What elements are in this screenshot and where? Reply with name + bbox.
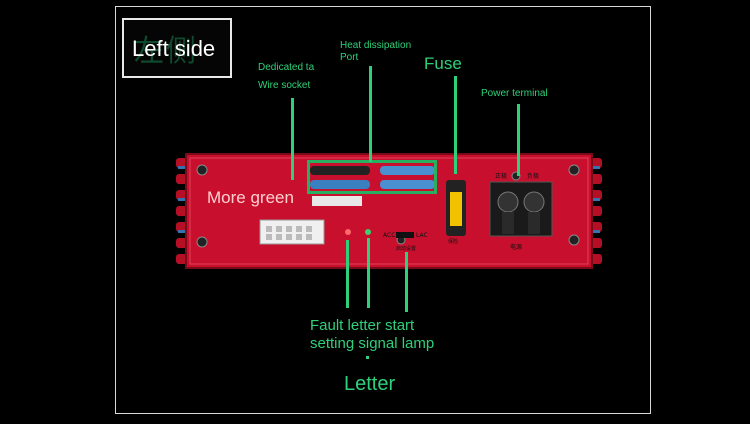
image-frame bbox=[115, 6, 651, 414]
fuse-label: Fuse bbox=[424, 54, 462, 73]
power-label: 电源 bbox=[510, 244, 523, 251]
title-badge: 左侧 Left side bbox=[122, 18, 232, 78]
negative-label: 负极 bbox=[527, 173, 540, 180]
lac-label: LAC bbox=[416, 232, 428, 239]
letter-label: Letter bbox=[344, 373, 396, 395]
fuse-cn-label: 保险 bbox=[448, 239, 459, 245]
heat-port-label-1: Heat dissipation bbox=[340, 40, 412, 51]
fault-lamp-leader-right bbox=[367, 238, 370, 308]
dedicated-socket-label-2: Wire socket bbox=[258, 80, 311, 91]
amplifier-device bbox=[176, 152, 602, 270]
dedicated-socket-label-1: Dedicated ta bbox=[258, 62, 315, 73]
title-ghost-text: 左侧 bbox=[134, 34, 198, 69]
fault-lamp-leader-left bbox=[346, 240, 349, 308]
heat-port-leader bbox=[369, 66, 372, 162]
heat-port-highlight bbox=[307, 160, 437, 194]
dedicated-socket-leader bbox=[291, 98, 294, 180]
letter-dot bbox=[366, 356, 369, 359]
title-label: Left side bbox=[132, 36, 216, 61]
fault-lamp-label-2: setting signal lamp bbox=[310, 335, 435, 352]
start-setting-label: 启动设置 bbox=[396, 246, 417, 252]
amplifier-drawing bbox=[176, 153, 602, 269]
more-green-label: More green bbox=[207, 188, 294, 207]
acc-label: ACC bbox=[383, 232, 396, 239]
positive-label: 正极 bbox=[495, 173, 508, 180]
power-terminal-leader bbox=[517, 104, 520, 176]
power-terminal-label: Power terminal bbox=[481, 88, 548, 99]
fuse-leader bbox=[454, 76, 457, 174]
start-setting-leader bbox=[405, 252, 408, 312]
heat-port-label-2: Port bbox=[340, 52, 359, 63]
fault-lamp-label-1: Fault letter start bbox=[310, 317, 415, 334]
